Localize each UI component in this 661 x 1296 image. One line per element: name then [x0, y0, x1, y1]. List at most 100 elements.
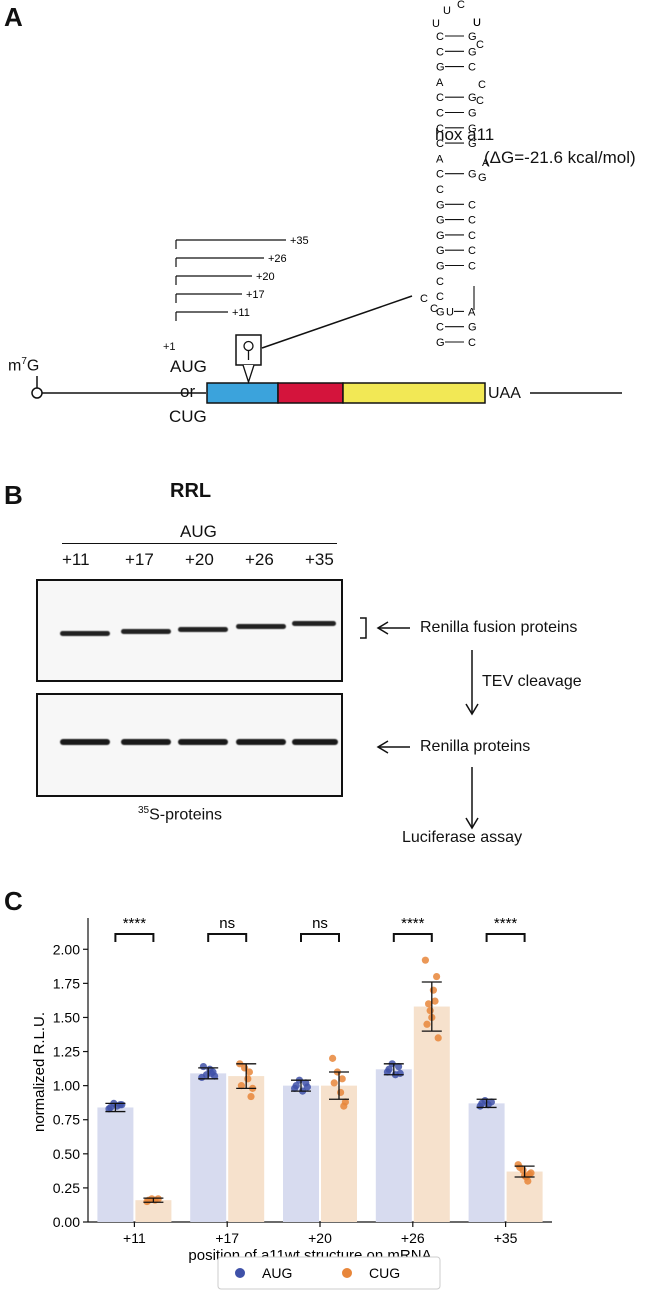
- hairpin-nt: G: [436, 306, 445, 318]
- hairpin-nt: G: [436, 245, 445, 257]
- data-point-cug: [426, 1007, 434, 1015]
- position-label: +35: [290, 235, 309, 247]
- hairpin-bulge-nt: A: [482, 157, 490, 169]
- x-tick-label: +17: [215, 1230, 239, 1246]
- legend-marker-aug: [235, 1268, 245, 1278]
- aug-group-label: AUG: [180, 522, 217, 541]
- data-point-cug: [527, 1169, 535, 1177]
- lane-label: +17: [125, 550, 154, 569]
- x-tick-label: +35: [494, 1230, 518, 1246]
- hairpin-nt: C: [436, 46, 444, 58]
- bar-aug: [283, 1085, 319, 1222]
- hairpin-nt: C: [457, 0, 465, 11]
- y-tick-label: 0.75: [53, 1112, 80, 1128]
- y-tick-label: 1.00: [53, 1078, 80, 1094]
- hairpin-nt: G: [468, 138, 477, 150]
- region-blue: [206, 382, 279, 404]
- panel-c-letter: C: [4, 886, 23, 916]
- hairpin-nt: U: [446, 306, 454, 318]
- position-label: +17: [246, 289, 265, 301]
- hairpin-nt: C: [436, 108, 444, 120]
- data-point-cug: [237, 1082, 245, 1090]
- data-point-cug: [434, 1034, 442, 1042]
- y-tick-label: 1.75: [53, 975, 80, 991]
- lane-label: +35: [305, 550, 334, 569]
- y-tick-label: 0.00: [53, 1214, 80, 1230]
- legend-label-aug: AUG: [262, 1265, 292, 1281]
- bar-cug: [413, 1006, 450, 1222]
- bar-cug: [321, 1085, 357, 1222]
- lane-label: +20: [185, 550, 214, 569]
- rna-name: hox a11: [435, 125, 495, 144]
- hairpin-nt: G: [436, 199, 445, 211]
- data-point-aug: [385, 1065, 393, 1073]
- data-point-aug: [303, 1083, 311, 1091]
- hairpin-nt: G: [436, 337, 445, 349]
- y-tick-label: 0.25: [53, 1180, 80, 1196]
- hairpin-nt: A: [468, 306, 476, 318]
- hairpin-bulge-nt: C: [478, 79, 486, 91]
- arrow-proteins-icon: [376, 740, 389, 754]
- significance-label: ****: [494, 915, 518, 932]
- delta-g: (ΔG=-21.6 kcal/mol): [484, 148, 636, 167]
- hairpin-nt: C: [436, 184, 444, 196]
- position-label: +20: [256, 271, 275, 283]
- x-tick-label: +26: [401, 1230, 425, 1246]
- data-point-aug: [396, 1069, 404, 1077]
- hairpin-nt: A: [436, 77, 444, 89]
- hairpin-bulge-nt: G: [478, 172, 487, 184]
- bar-aug: [97, 1107, 134, 1222]
- significance-label: ****: [123, 915, 147, 932]
- data-point-cug: [247, 1092, 255, 1101]
- insert-pointer: [242, 364, 255, 385]
- hairpin-nt: G: [468, 46, 477, 58]
- label-renilla-proteins: Renilla proteins: [420, 738, 531, 755]
- structure-connector-line: [261, 295, 413, 349]
- hairpin-nt: A: [436, 153, 444, 165]
- gel-band: [60, 631, 110, 636]
- bar-aug: [375, 1069, 412, 1222]
- data-point-cug: [429, 986, 437, 994]
- significance-bracket: [207, 933, 248, 942]
- hairpin-bulge-nt: C: [476, 95, 484, 107]
- panel-b-arrows: [360, 617, 479, 830]
- hairpin-nt: C: [436, 276, 444, 288]
- hairpin-bulge-nt: C: [430, 303, 438, 315]
- hairpin-nt: U: [432, 18, 440, 30]
- data-point-aug: [395, 1062, 403, 1071]
- significance-label: ****: [401, 915, 425, 932]
- gel-band: [292, 621, 336, 626]
- rrl-title: RRL: [170, 480, 212, 502]
- data-point-cug: [524, 1177, 532, 1185]
- position-brackets: +35+26+20+17+11: [175, 235, 309, 321]
- data-point-cug: [338, 1075, 346, 1083]
- gel-band: [121, 629, 171, 634]
- hairpin-nt: C: [468, 62, 476, 74]
- hairpin-nt: G: [468, 322, 477, 334]
- band-bracket: [360, 617, 367, 639]
- bar-cug: [135, 1200, 172, 1222]
- gel-band: [178, 627, 228, 632]
- arrow-fusion-icon: [376, 621, 389, 635]
- cap-circle: [31, 387, 43, 399]
- start-codon-or: or: [180, 382, 196, 401]
- lane-group-bar: [62, 543, 337, 544]
- x-tick-label: +11: [123, 1230, 146, 1246]
- hairpin-nt: C: [468, 337, 476, 349]
- lane-label: +11: [62, 550, 90, 569]
- gel-footer: 35S-proteins: [138, 805, 223, 824]
- data-point-cug: [245, 1068, 253, 1076]
- bar-aug: [190, 1073, 227, 1222]
- bar-chart: 0.000.250.500.751.001.251.501.752.00norm…: [31, 915, 552, 1290]
- y-tick-label: 1.50: [53, 1009, 80, 1025]
- hairpin-nt: U: [473, 17, 481, 29]
- y-tick-label: 1.25: [53, 1044, 80, 1060]
- label-fusion-proteins: Renilla fusion proteins: [420, 619, 578, 636]
- start-codon-aug: AUG: [170, 357, 207, 376]
- data-point-cug: [423, 1020, 431, 1028]
- lane-label: +26: [245, 550, 274, 569]
- data-point-aug: [292, 1082, 300, 1090]
- data-point-cug: [330, 1079, 338, 1087]
